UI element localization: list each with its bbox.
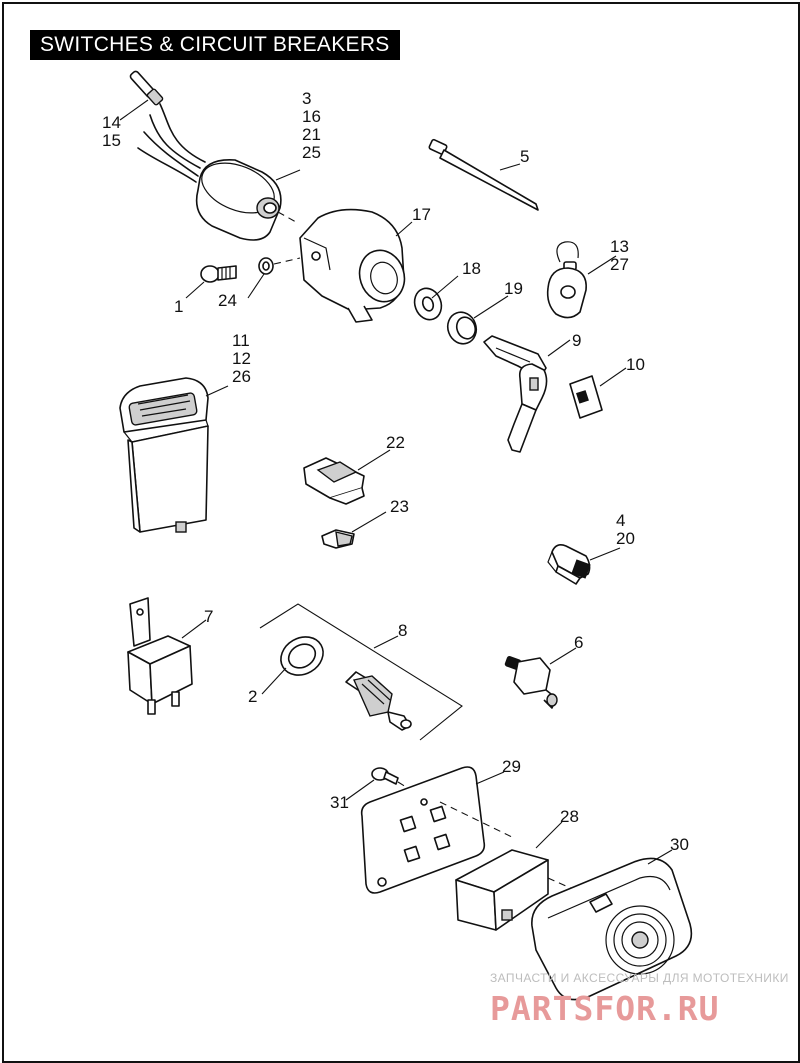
callout-29: 29 xyxy=(502,757,521,776)
callout-20: 20 xyxy=(616,529,635,548)
stop-lamp-switch-8 xyxy=(345,671,412,731)
watermark-tagline: ЗАПЧАСТИ И АКСЕССУАРЫ ДЛЯ МОТОТЕХНИКИ xyxy=(490,971,789,985)
watermark-brand: PARTSFOR.RU xyxy=(490,989,720,1028)
callout-10: 10 xyxy=(626,355,645,374)
callout-1: 1 xyxy=(174,297,183,316)
circuit-breaker-11 xyxy=(119,377,209,533)
callout-17: 17 xyxy=(412,205,431,224)
callout-11: 11 xyxy=(232,331,250,350)
callout-14: 14 xyxy=(102,113,121,132)
fuse-and-wires xyxy=(129,70,206,183)
washer-24 xyxy=(258,257,274,275)
page-title: SWITCHES & CIRCUIT BREAKERS xyxy=(30,30,400,60)
assembly-line-screw xyxy=(273,257,301,265)
callout-7: 7 xyxy=(204,607,213,626)
relay-7 xyxy=(127,597,193,715)
watermark: ЗАПЧАСТИ И АКСЕССУАРЫ ДЛЯ МОТОТЕХНИКИ PA… xyxy=(490,971,789,1028)
key-code-plate-10 xyxy=(569,375,603,419)
callout-31: 31 xyxy=(330,793,349,812)
callout-22: 22 xyxy=(386,433,405,452)
callout-24: 24 xyxy=(218,291,237,310)
siren-housing-30 xyxy=(531,857,693,1001)
callout-26: 26 xyxy=(232,367,251,386)
pressure-switch-4 xyxy=(547,544,591,585)
mounting-plate-29 xyxy=(360,766,486,894)
callout-12: 12 xyxy=(232,349,251,368)
oil-pressure-sender-6 xyxy=(504,655,558,709)
screw-31 xyxy=(371,767,399,785)
callout-5: 5 xyxy=(520,147,529,166)
callout-27: 27 xyxy=(610,255,629,274)
callout-leaders xyxy=(119,99,673,865)
callout-numbers: 14 15 3 16 21 25 5 17 13 27 18 19 1 24 1… xyxy=(102,89,689,854)
callout-30: 30 xyxy=(670,835,689,854)
assembly-line-switch xyxy=(277,211,297,223)
callout-21: 21 xyxy=(302,125,321,144)
mini-fuse-23 xyxy=(321,529,355,549)
screw-1 xyxy=(200,265,237,283)
callout-6: 6 xyxy=(574,633,583,652)
keys-9 xyxy=(483,335,548,453)
maxi-fuse-22 xyxy=(303,457,365,505)
cable-tie-5 xyxy=(428,138,539,211)
ignition-switch-body xyxy=(195,159,282,241)
callout-23: 23 xyxy=(390,497,409,516)
callout-28: 28 xyxy=(560,807,579,826)
callout-2: 2 xyxy=(248,687,257,706)
module-28 xyxy=(455,849,549,931)
callout-9: 9 xyxy=(572,331,581,350)
callout-8: 8 xyxy=(398,621,407,640)
nut-ring-19 xyxy=(446,311,478,345)
switch-housing xyxy=(299,208,406,323)
assembly-line-module xyxy=(547,877,585,895)
part-8-bracket xyxy=(259,603,463,741)
callout-16: 16 xyxy=(302,107,321,126)
callout-15: 15 xyxy=(102,131,121,150)
callout-13: 13 xyxy=(610,237,629,256)
callout-25: 25 xyxy=(302,143,321,162)
key-tag-13 xyxy=(546,241,587,319)
callout-3: 3 xyxy=(302,89,311,108)
assembly-line-plate xyxy=(439,801,515,839)
callout-4: 4 xyxy=(616,511,625,530)
callout-19: 19 xyxy=(504,279,523,298)
callout-18: 18 xyxy=(462,259,481,278)
gasket-ring-2 xyxy=(280,636,324,676)
